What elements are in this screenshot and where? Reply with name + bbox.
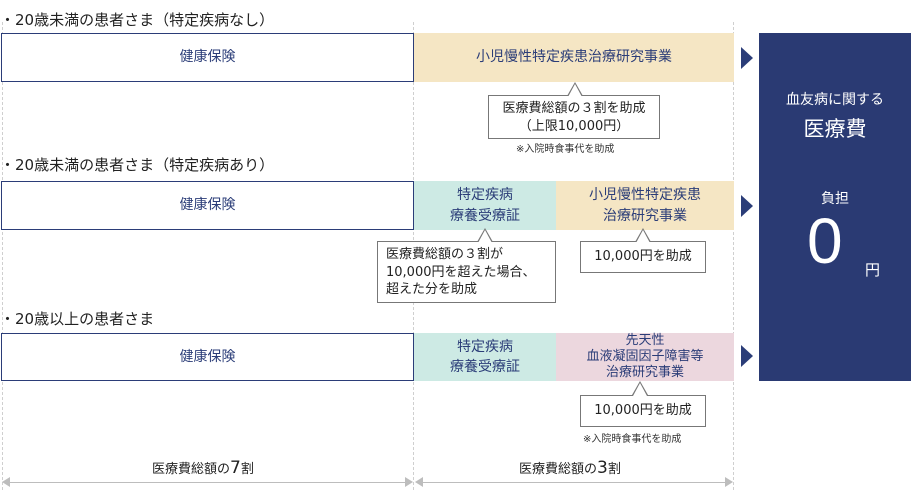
section1-program-box: 小児慢性特定疾患治療研究事業 bbox=[414, 33, 734, 82]
section2-callout-left: 医療費総額の３割が 10,000円を超えた場合、 超えた分を助成 bbox=[377, 241, 556, 303]
section3-certificate-box: 特定疾病 療養受療証 bbox=[414, 333, 556, 381]
share-right-suffix: 割 bbox=[607, 462, 621, 477]
section1-heading: ・20歳未満の患者さま（特定疾病なし） bbox=[0, 11, 275, 29]
share-left-prefix: 医療費総額の bbox=[152, 462, 231, 477]
section3-program-box: 先天性 血液凝固因子障害等 治療研究事業 bbox=[556, 333, 734, 381]
section1-note: ※入院時食事代を助成 bbox=[516, 144, 615, 155]
result-line1: 血友病に関する bbox=[786, 92, 884, 108]
section3-insurance-box: 健康保険 bbox=[1, 333, 414, 381]
share-label-left: 医療費総額の7割 bbox=[152, 458, 254, 478]
share-left-suffix: 割 bbox=[240, 462, 254, 477]
result-burden-label: 負担 bbox=[821, 191, 849, 207]
section3-arrow bbox=[741, 345, 753, 367]
share-left-value: 7 bbox=[230, 458, 241, 478]
section2-certificate-box: 特定疾病 療養受療証 bbox=[414, 181, 556, 230]
share-line-left bbox=[8, 482, 406, 483]
result-panel: 血友病に関する 医療費 負担 0 円 bbox=[759, 33, 911, 381]
section3-heading: ・20歳以上の患者さま bbox=[0, 310, 155, 328]
section3-note: ※入院時食事代を助成 bbox=[583, 434, 682, 445]
section3-callout: 10,000円を助成 bbox=[580, 395, 706, 427]
guide-line-left bbox=[2, 22, 3, 490]
share-label-right: 医療費総額の3割 bbox=[519, 458, 621, 478]
section2-program-box: 小児慢性特定疾患 治療研究事業 bbox=[556, 181, 734, 230]
section1-insurance-box: 健康保険 bbox=[1, 33, 414, 82]
share-right-prefix: 医療費総額の bbox=[519, 462, 598, 477]
result-unit: 円 bbox=[865, 261, 881, 279]
result-line2: 医療費 bbox=[803, 117, 867, 141]
result-amount: 0 bbox=[807, 205, 843, 277]
section1-arrow bbox=[741, 47, 753, 69]
section2-insurance-box: 健康保険 bbox=[1, 181, 414, 230]
section1-callout: 医療費総額の３割を助成 （上限10,000円） bbox=[488, 95, 660, 139]
section2-callout-right: 10,000円を助成 bbox=[580, 241, 706, 273]
section2-heading: ・20歳未満の患者さま（特定疾病あり） bbox=[0, 156, 275, 174]
share-line-right bbox=[421, 482, 726, 483]
share-arrowhead-left-start bbox=[2, 477, 10, 487]
guide-line-right bbox=[733, 22, 734, 490]
share-arrowhead-left-end bbox=[405, 477, 413, 487]
share-right-value: 3 bbox=[597, 458, 608, 478]
section2-arrow bbox=[741, 195, 753, 217]
share-arrowhead-right-end bbox=[725, 477, 733, 487]
share-arrowhead-right-start bbox=[415, 477, 423, 487]
